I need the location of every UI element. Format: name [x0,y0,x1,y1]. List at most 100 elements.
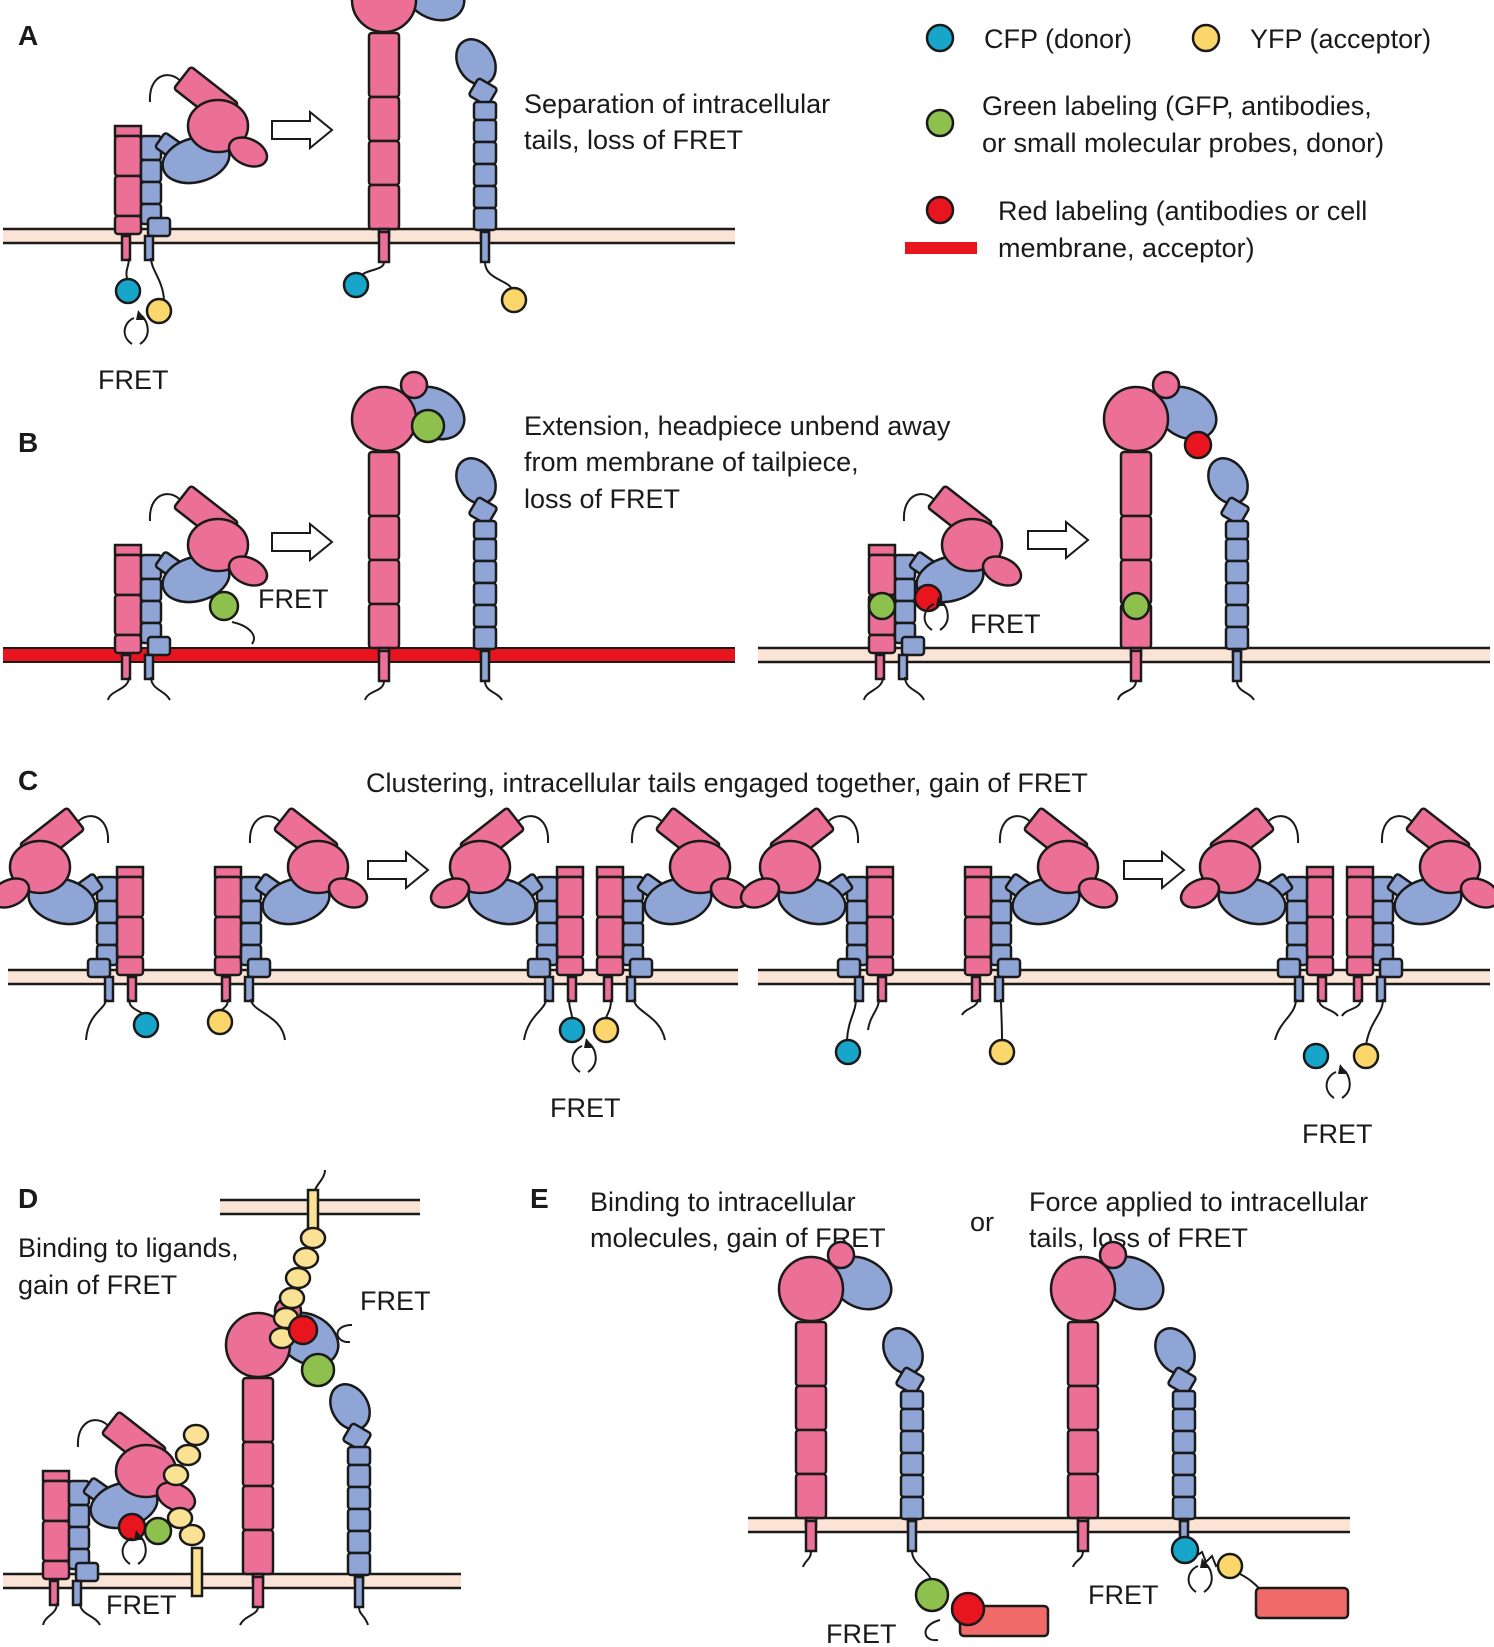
transition-arrow-a [271,111,333,149]
tail-beta-a [150,257,165,301]
legend-red-membrane [905,242,977,254]
green-label-b2 [867,591,897,621]
tail-e1a [802,1550,812,1568]
cfp-c3 [834,1038,862,1066]
legend-red-line2: membrane, acceptor) [998,233,1255,263]
fret-label-e2: FRET [1088,1580,1159,1610]
red-membrane-b [3,647,735,663]
legend-green-dot [925,108,955,138]
tail-c8b [1365,998,1384,1046]
caption-a-line1: Separation of intracellular [524,89,830,119]
red-label-b2 [913,583,943,613]
legend-yfp-dot [1191,23,1221,53]
green-label-b1 [208,590,240,622]
tail-d2b [358,1606,369,1626]
tail-beta-b2 [484,680,503,701]
panel-d-letter: D [18,1183,38,1214]
caption-d-line1: Binding to ligands, [18,1233,239,1263]
tail-d2a [239,1606,259,1626]
legend-yfp-label: YFP (acceptor) [1250,24,1431,54]
extended-integrin-a [350,0,505,264]
panel-a-letter: A [18,20,38,51]
tail-c4b [633,998,666,1041]
fret-arrow-d2 [336,1324,353,1344]
red-label-d2 [287,1314,319,1346]
fret-label-e1: FRET [826,1619,897,1647]
legend-cfp-label: CFP (donor) [984,24,1132,54]
fret-label-d2: FRET [360,1286,431,1316]
panel-c-letter: C [18,765,38,796]
membrane-d-top [220,1198,420,1216]
membrane-e [748,1516,1350,1534]
tail-beta-b3 [904,676,925,701]
red-label-b2-ext [1183,430,1213,460]
tail-c5b [867,998,880,1031]
extended-integrin-b2 [1102,370,1257,683]
fret-arrow-c1 [571,1037,597,1073]
red-label-e1 [950,1591,986,1627]
yfp-c1 [206,1008,234,1036]
caption-a-line2: tails, loss of FRET [524,125,743,155]
tail-alpha-b2 [364,680,385,701]
caption-c: Clustering, intracellular tails engaged … [366,768,1088,798]
tail-c6a [961,998,979,1016]
caption-e-right-line1: Force applied to intracellular [1029,1187,1368,1217]
cfp-donor-a2 [342,271,370,299]
cfp-donor-a [114,277,142,305]
membrane-d-bottom [3,1572,461,1590]
green-label-b1-ext [410,408,446,444]
tail-c7a [1274,998,1297,1041]
fret-label-a: FRET [98,365,169,395]
tail-c3b [568,998,573,1019]
tail-c3a [523,998,547,1041]
tail-c4a [605,998,612,1019]
caption-b-line2: from membrane of tailpiece, [524,447,859,477]
ligand-d-small [162,1423,210,1598]
green-label-d2 [300,1352,336,1388]
intracellular-molecule-e2 [1254,1586,1350,1620]
tail-alpha-b4 [1117,680,1137,701]
fret-label-c2: FRET [1302,1119,1373,1149]
fret-arrow-e1 [924,1619,941,1642]
tail-alpha-b3 [863,676,884,701]
transition-arrow-b2 [1027,521,1089,559]
legend-green-line1: Green labeling (GFP, antibodies, [982,91,1372,121]
transition-arrow-c2 [1123,851,1185,889]
fret-label-b2: FRET [970,609,1041,639]
tail-beta-b4 [1236,680,1255,701]
cfp-c2 [558,1016,586,1044]
tail-e2a [1072,1550,1084,1568]
extended-integrin-e2 [1049,1240,1204,1553]
tail-c2b [250,998,286,1041]
fret-arrow-e2 [1187,1557,1213,1593]
green-label-e1 [914,1577,950,1613]
tail-c7b [1318,998,1339,1017]
extended-integrin-e1 [777,1240,932,1553]
green-label-b2-ext [1121,591,1151,621]
cfp-c1 [132,1011,160,1039]
yfp-c4 [1352,1042,1380,1070]
caption-b-line3: loss of FRET [524,484,680,514]
caption-e-left-line1: Binding to intracellular [590,1187,856,1217]
fret-arrow-b1 [231,621,255,645]
tail-c5a [846,998,857,1041]
tail-d1a [42,1602,58,1626]
yfp-e2 [1216,1552,1244,1580]
legend-red-line1: Red labeling (antibodies or cell [998,196,1367,226]
fret-label-b1: FRET [258,584,329,614]
legend-cfp-dot [925,23,955,53]
tail-c6b [1000,998,1003,1041]
legend-red-dot [925,195,955,225]
caption-e-right-line2: tails, loss of FRET [1029,1223,1248,1253]
fret-label-d1: FRET [106,1590,177,1620]
fret-arrow-c2 [1325,1063,1351,1099]
tail-beta-b1 [150,676,171,701]
legend-green-line2: or small molecular probes, donor) [982,128,1384,158]
tail-beta-a2 [484,261,513,291]
caption-d-line2: gain of FRET [18,1270,177,1300]
yfp-acceptor-a [145,297,173,325]
tail-alpha-b1 [107,676,130,701]
yfp-acceptor-a2 [500,286,528,314]
